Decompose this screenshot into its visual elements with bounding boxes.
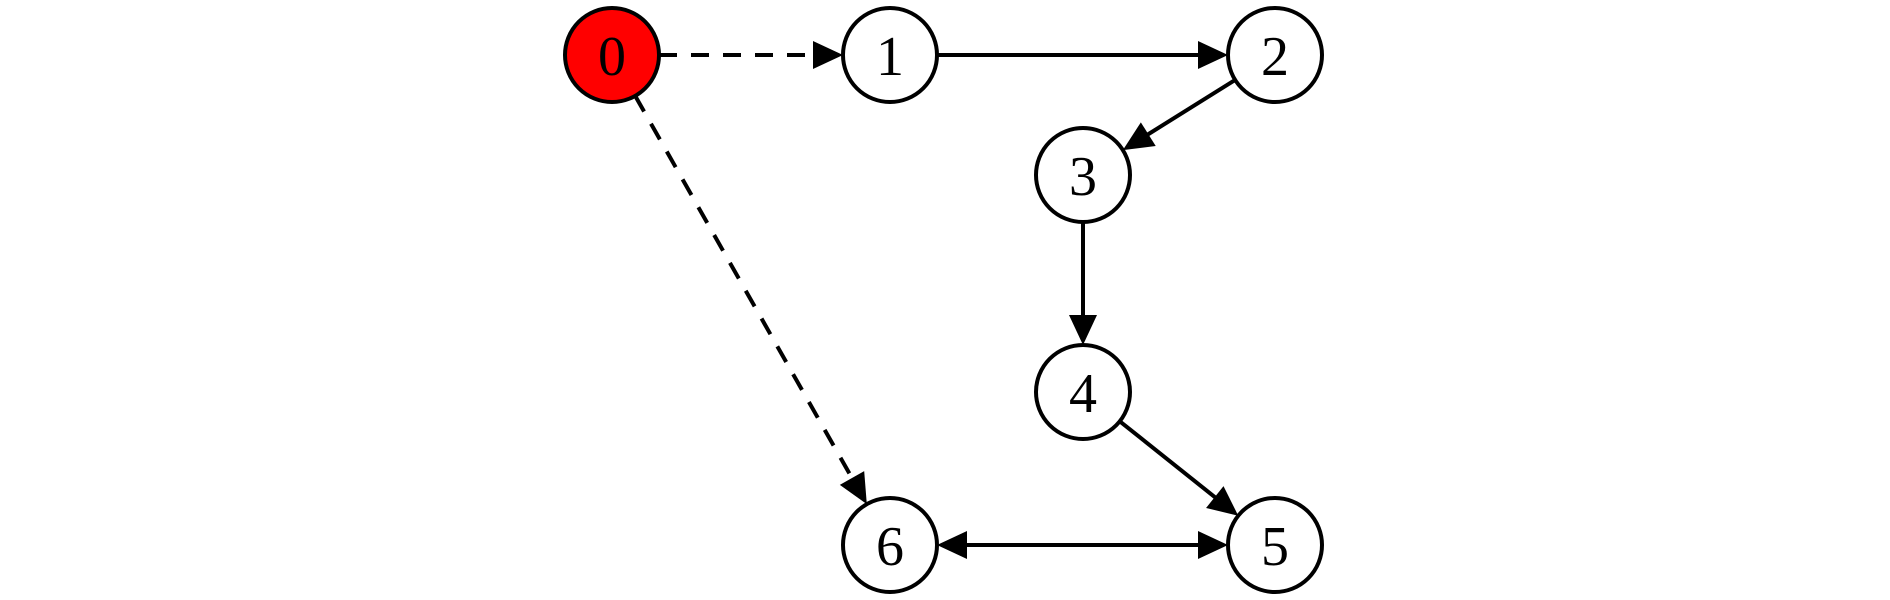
edge-3-4: [1069, 222, 1097, 345]
arrowhead-icon: [1206, 486, 1239, 516]
edge-0-1: [659, 41, 843, 69]
node-circle: [1226, 6, 1324, 104]
edges-layer: [633, 41, 1239, 559]
edge-line-0-6: [633, 94, 855, 481]
node-label: 5: [1261, 516, 1289, 578]
node-circle: [841, 496, 939, 594]
node-label: 1: [876, 26, 904, 88]
node-1: 1: [841, 6, 939, 104]
arrowhead-icon: [937, 531, 967, 559]
arrowhead-icon: [1198, 531, 1228, 559]
node-5: 5: [1226, 496, 1324, 594]
node-label: 3: [1069, 146, 1097, 208]
node-3: 3: [1034, 126, 1132, 224]
node-label: 0: [598, 26, 626, 88]
node-circle: [1034, 343, 1132, 441]
arrowhead-icon: [1122, 122, 1156, 151]
node-6: 6: [841, 496, 939, 594]
arrowhead-icon: [813, 41, 843, 69]
edge-4-5: [1118, 419, 1239, 516]
arrowhead-icon: [839, 471, 867, 505]
edge-0-6: [633, 94, 867, 505]
node-circle: [1034, 126, 1132, 224]
node-circle: [841, 6, 939, 104]
node-label: 6: [876, 516, 904, 578]
node-label: 4: [1069, 363, 1097, 425]
edge-1-2: [937, 41, 1228, 69]
node-2: 2: [1226, 6, 1324, 104]
edge-2-3: [1122, 78, 1237, 151]
node-4: 4: [1034, 343, 1132, 441]
node-label: 2: [1261, 26, 1289, 88]
arrowhead-icon: [1069, 315, 1097, 345]
edge-6-5: [937, 531, 1228, 559]
node-circle: [1226, 496, 1324, 594]
node-circle: [563, 6, 661, 104]
arrowhead-icon: [1198, 41, 1228, 69]
node-0: 0: [563, 6, 661, 104]
edge-line-2-3: [1145, 78, 1237, 137]
nodes-layer: 0 1 2 3 4 5 6: [563, 6, 1324, 594]
edge-line-4-5: [1118, 419, 1218, 500]
